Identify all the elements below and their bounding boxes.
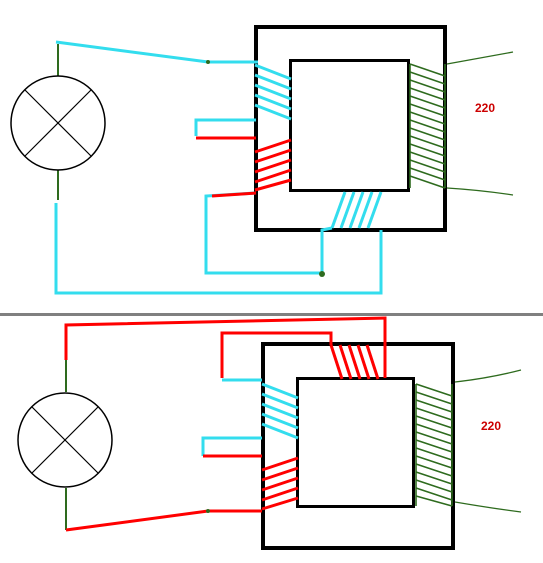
divider-line xyxy=(0,313,543,316)
bottom-lamp-icon xyxy=(17,360,113,530)
top-mains-leads xyxy=(446,51,514,196)
bottom-wires xyxy=(64,316,387,532)
top-mains-winding xyxy=(409,63,446,189)
top-diagram: 220 xyxy=(10,25,514,295)
top-junction-dot xyxy=(319,271,325,277)
bottom-red-lead xyxy=(220,331,333,378)
top-junction-dot-2 xyxy=(206,60,210,64)
top-cyan-wire-lamp-top xyxy=(55,40,258,64)
bottom-mains-winding xyxy=(415,383,453,507)
bottom-diagram: 220 xyxy=(17,316,522,550)
top-cyan-bottom-coil-lead xyxy=(320,226,333,275)
top-cyan-loop xyxy=(54,203,383,295)
bottom-red-loop xyxy=(64,316,387,378)
top-bottom-cyan-coil xyxy=(330,191,383,229)
bottom-voltage-label: 220 xyxy=(481,419,501,433)
top-red-wire-lower xyxy=(204,191,322,275)
top-wires xyxy=(54,40,383,295)
bottom-cyan-tap xyxy=(201,436,262,456)
bottom-cyan-coil xyxy=(261,382,299,440)
bottom-red-wire-lamp xyxy=(65,509,262,532)
top-cyan-tap xyxy=(194,118,256,136)
top-core-window xyxy=(289,59,410,192)
bottom-core-window xyxy=(296,377,415,508)
bottom-red-coil xyxy=(261,456,299,511)
bottom-junction-dot xyxy=(206,509,210,513)
top-red-coil xyxy=(254,138,292,192)
top-voltage-label: 220 xyxy=(475,101,495,115)
top-cyan-coil xyxy=(254,63,292,121)
top-lamp-icon xyxy=(10,44,106,200)
bottom-mains-leads xyxy=(454,369,522,513)
bottom-top-red-coil xyxy=(329,344,380,380)
top-red-lead xyxy=(211,191,257,198)
